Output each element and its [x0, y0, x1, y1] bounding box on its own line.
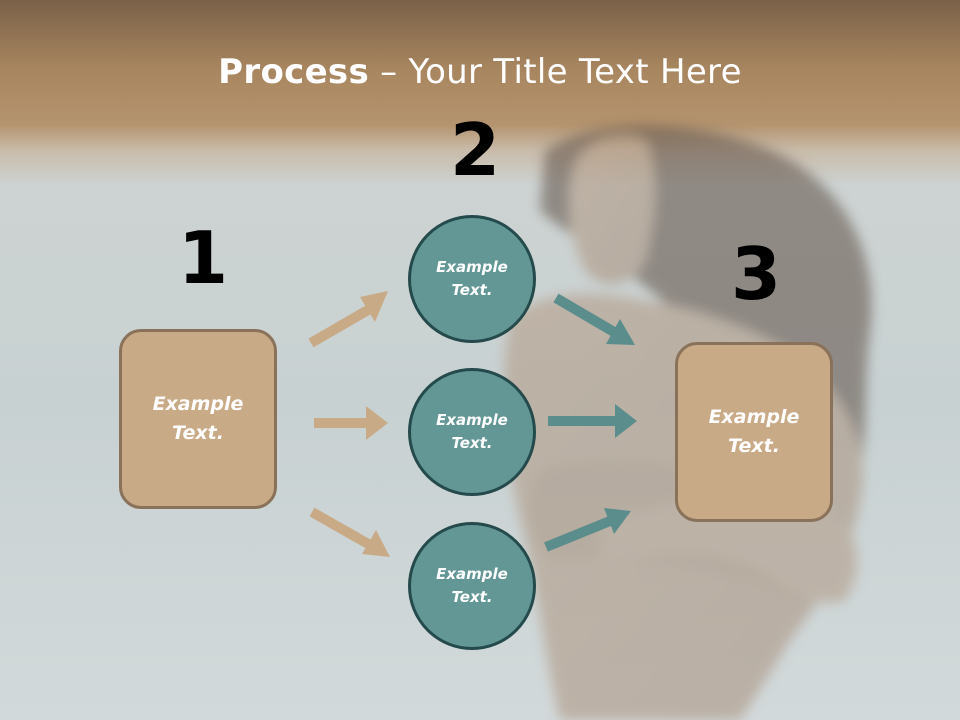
title-rest: – Your Title Text Here: [369, 52, 742, 92]
arrow-down-teal: [553, 293, 635, 345]
circle-top-line1: Example: [436, 258, 508, 276]
title-bold: Process: [218, 52, 370, 92]
circle-middle-line2: Text.: [451, 434, 493, 452]
arrow-down-tan: [309, 507, 390, 557]
circle-top-line2: Text.: [451, 281, 493, 299]
circle-bottom-line2: Text.: [451, 588, 493, 606]
box-left-line2: Text.: [172, 422, 224, 444]
box-right-line2: Text.: [728, 435, 780, 457]
arrow-up-teal: [544, 508, 631, 552]
step-number-2: 2: [450, 108, 501, 192]
arrow-right-tan: [314, 406, 388, 440]
slide-title: Process – Your Title Text Here: [0, 52, 960, 92]
arrow-right-teal: [548, 404, 637, 438]
arrow-up-tan: [308, 291, 388, 348]
step-number-1: 1: [178, 216, 229, 300]
step-number-3: 3: [731, 232, 782, 316]
box-right-line1: Example: [708, 406, 800, 428]
circle-middle-line1: Example: [436, 411, 508, 429]
box-left-line1: Example: [152, 393, 244, 415]
circle-bottom-line1: Example: [436, 565, 508, 583]
